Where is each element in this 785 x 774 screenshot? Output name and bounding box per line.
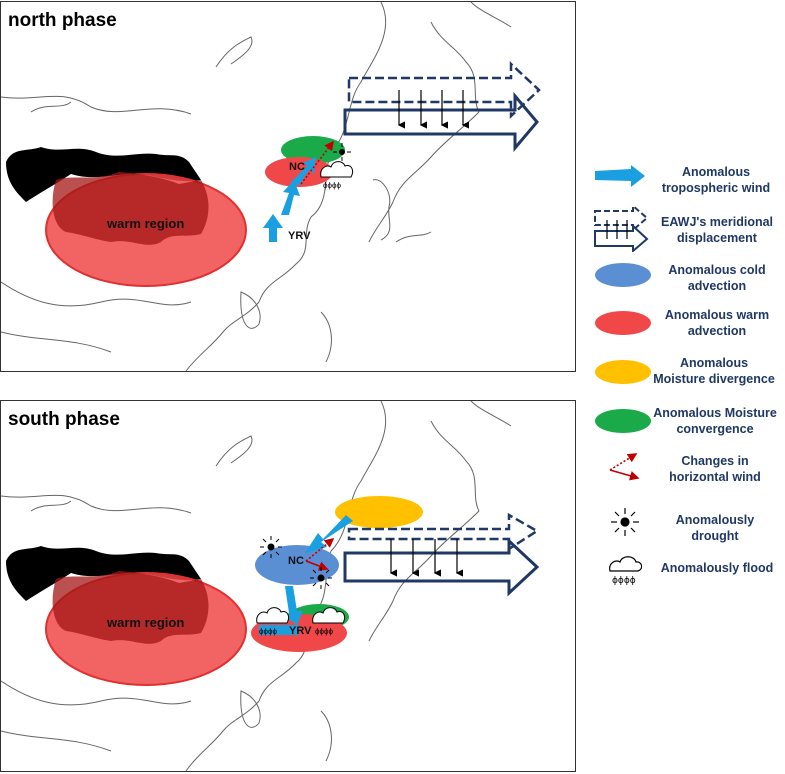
moisture-divergence-ellipse [335, 496, 423, 528]
north-nc-label: NC [289, 161, 305, 173]
blue-arrow-icon [595, 165, 645, 187]
jet-original-solid [343, 91, 539, 153]
south-phase-panel: ϕϕϕϕ ϕϕϕϕ south phase warm region NC YRV [0, 400, 576, 772]
coastline [1, 2, 512, 371]
cold-advection-ellipse [255, 545, 339, 585]
sun-icon [260, 536, 282, 558]
jet-displacement-arrows-icon [594, 206, 649, 252]
plateau-shape [6, 147, 201, 202]
north-phase-panel: ϕϕϕϕ north phase warm region NC YRV [0, 1, 576, 372]
wind-change-arrow [300, 140, 334, 185]
north-panel-title: north phase [8, 10, 117, 31]
south-warm-region-label: warm region [107, 615, 185, 630]
wind-change-arrow-dotted [305, 537, 335, 562]
sun-drought-icon [611, 508, 639, 536]
north-map: ϕϕϕϕ [1, 2, 541, 371]
yellow-ellipse-icon [595, 360, 651, 384]
svg-text:ϕϕϕϕ: ϕϕϕϕ [259, 627, 277, 636]
south-map: ϕϕϕϕ ϕϕϕϕ [1, 401, 540, 771]
svg-text:ϕϕϕϕ: ϕϕϕϕ [612, 576, 636, 586]
north-yrv-label: YRV [288, 230, 311, 242]
jet-shift-arrows [397, 90, 469, 129]
jet-original-solid [343, 537, 540, 597]
rain-cloud-flood-icon: ϕϕϕϕ [609, 556, 642, 586]
jet-displaced-dashed [347, 61, 541, 119]
plateau-overlap [52, 571, 209, 644]
south-nc-label: NC [288, 555, 304, 567]
blue-ellipse-icon [595, 263, 651, 287]
red-ellipse-icon [595, 311, 651, 335]
tropospheric-wind-arrows [263, 157, 316, 242]
jet-displaced-dashed [347, 512, 540, 552]
svg-text:ϕϕϕϕ: ϕϕϕϕ [315, 627, 333, 636]
sun-icon [333, 143, 351, 161]
north-warm-region-label: warm region [107, 216, 185, 231]
plateau-shape [6, 546, 201, 601]
rain-cloud-icon: ϕϕϕϕ [256, 607, 290, 636]
sun-icon [310, 567, 332, 589]
svg-text:ϕϕϕϕ: ϕϕϕϕ [323, 181, 341, 190]
wind-change-arrow-solid [305, 560, 329, 571]
south-yrv-label: YRV [289, 625, 312, 637]
legend-item-flood: Anomalously flood [660, 561, 774, 575]
red-wind-change-arrows-icon [609, 453, 640, 481]
plateau-overlap [52, 172, 209, 245]
green-ellipse-icon [595, 409, 651, 433]
rain-cloud-icon: ϕϕϕϕ [320, 161, 354, 190]
jet-shift-arrows [389, 539, 463, 577]
south-panel-title: south phase [8, 409, 120, 430]
rain-cloud-icon: ϕϕϕϕ [312, 607, 346, 636]
